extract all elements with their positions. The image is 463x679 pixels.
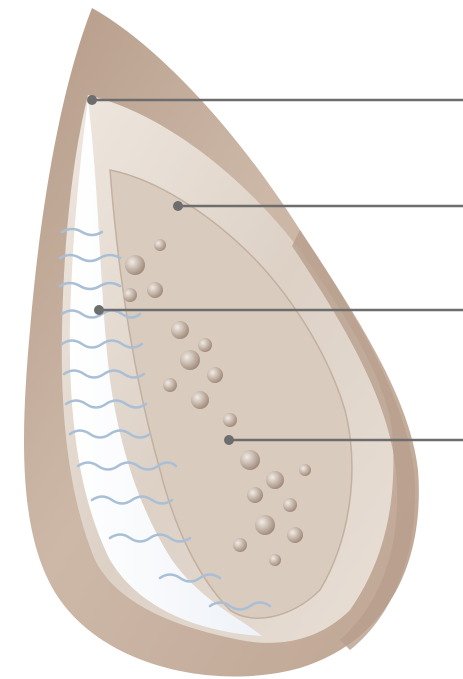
bubble [299, 464, 311, 476]
bubble [123, 288, 137, 302]
bubble [180, 350, 200, 370]
bubble [125, 255, 145, 275]
callout-marker-outer-shell [87, 95, 97, 105]
bubble [247, 487, 263, 503]
callout-marker-air-channel-layer [94, 305, 104, 315]
bubble [266, 471, 284, 489]
bubble [163, 378, 177, 392]
bubble [283, 498, 297, 512]
bubble [154, 239, 166, 251]
bubble [171, 321, 189, 339]
bubble [255, 515, 275, 535]
bubble [191, 391, 209, 409]
bubble [269, 554, 281, 566]
bubble [207, 367, 223, 383]
bubble [233, 538, 247, 552]
bubble [287, 527, 303, 543]
bubble [198, 338, 212, 352]
callout-marker-inner-structure [224, 435, 234, 445]
callout-marker-structured-layer [173, 201, 183, 211]
bubble [223, 413, 237, 427]
bubble [147, 282, 163, 298]
bubble [240, 450, 260, 470]
